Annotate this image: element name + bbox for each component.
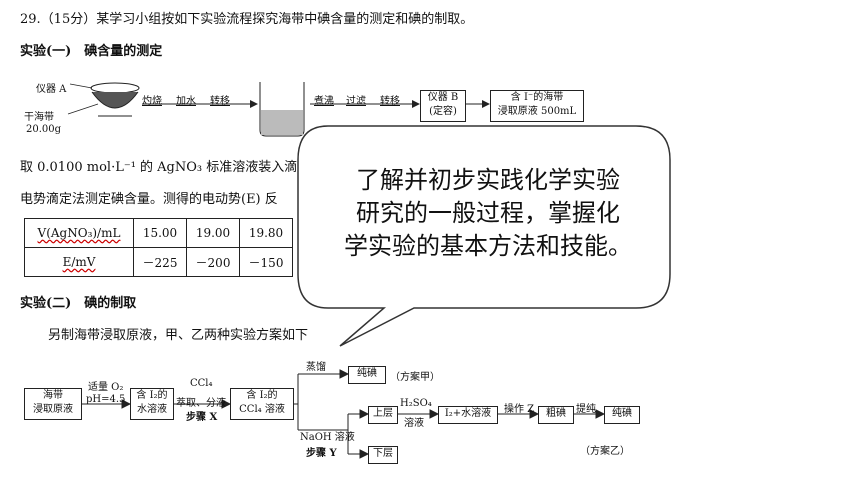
table-row: V(AgNO₃)/mL 15.00 19.00 19.80 — [24, 218, 293, 248]
h2so4-bottom: 溶液 — [404, 418, 424, 429]
kelp-start-box: 海带 浸取原液 — [24, 388, 82, 420]
exp1-flow-diagram — [67, 82, 490, 137]
table-row: E/mV －225 －200 －150 — [24, 247, 293, 277]
arrow2-mid: 萃取、分液 — [176, 398, 226, 409]
purify-label: 提纯 — [576, 404, 596, 415]
instrument-a-label: 仪器 A — [36, 84, 67, 95]
instrument-b-box: 仪器 B (定容) — [420, 90, 466, 122]
kelp-extract-box: 含 I⁻的海带 浸取原液 500mL — [490, 90, 584, 122]
callout-line2: 研究的一般过程，掌握化 — [356, 199, 620, 227]
step-burn: 灼烧 — [142, 96, 162, 107]
branch-naoh: NaOH 溶液 — [300, 432, 355, 443]
step-x: 步骤 X — [186, 412, 218, 423]
lower-layer-box: 下层 — [368, 446, 398, 464]
callout-line1: 了解并初步实践化学实验 — [356, 166, 620, 194]
step-water: 加水 — [176, 96, 196, 107]
callout-line3: 学实验的基本方法和技能。 — [344, 232, 632, 260]
h2so4-top: H₂SO₄ — [400, 398, 432, 409]
callout-text: 了解并初步实践化学实验 研究的一般过程，掌握化 学实验的基本方法和技能。 — [308, 164, 668, 263]
titration-table: V(AgNO₃)/mL 15.00 19.00 19.80 E/mV －225 … — [24, 218, 293, 277]
op-z-label: 操作 Z — [504, 404, 535, 415]
mass-label: 20.00g — [26, 124, 62, 135]
plan-a-label: （方案甲） — [390, 372, 440, 383]
pure-iodine-b-box: 纯碘 — [604, 406, 640, 424]
exp2-flow-diagram — [82, 369, 606, 459]
crucible-icon — [90, 82, 140, 117]
beaker-icon — [259, 82, 305, 137]
step-y: 步骤 Y — [306, 448, 337, 459]
branch-distill: 蒸馏 — [306, 362, 326, 373]
dry-kelp-label: 干海带 — [24, 112, 54, 123]
step-filter: 过滤 — [346, 96, 366, 107]
exp1-text-line1: 取 0.0100 mol·L⁻¹ 的 AgNO₃ 标准溶液装入滴定 — [20, 160, 311, 175]
step-transfer-1: 转移 — [210, 96, 230, 107]
i2-ccl4-box: 含 I₂的 CCl₄ 溶液 — [230, 388, 294, 420]
i2-water-box: 含 I₂的 水溶液 — [130, 388, 174, 420]
step-transfer-2: 转移 — [380, 96, 400, 107]
question-title: 29.（15分）某学习小组按如下实验流程探究海带中碘含量的测定和碘的制取。 — [20, 12, 474, 27]
upper-layer-box: 上层 — [368, 406, 398, 424]
arrow1-top: 适量 O₂ — [88, 382, 124, 393]
exp2-intro: 另制海带浸取原液，甲、乙两种实验方案如下 — [48, 328, 309, 343]
crude-iodine-box: 粗碘 — [538, 406, 574, 424]
exp2-heading: 实验(二) 碘的制取 — [20, 296, 137, 311]
exp1-text-line2: 电势滴定法测定碘含量。测得的电动势(E) 反 — [20, 192, 278, 207]
arrow2-top: CCl₄ — [190, 378, 213, 389]
step-boil: 煮沸 — [314, 96, 334, 107]
plan-b-label: （方案乙） — [580, 446, 630, 457]
i2-water-mix-box: I₂+水溶液 — [438, 406, 498, 424]
callout-bubble — [297, 125, 671, 347]
pure-iodine-a-box: 纯碘 — [348, 366, 386, 384]
arrow1-bottom: pH=4.5 — [86, 394, 126, 405]
exp1-heading: 实验(一) 碘含量的测定 — [20, 44, 163, 59]
